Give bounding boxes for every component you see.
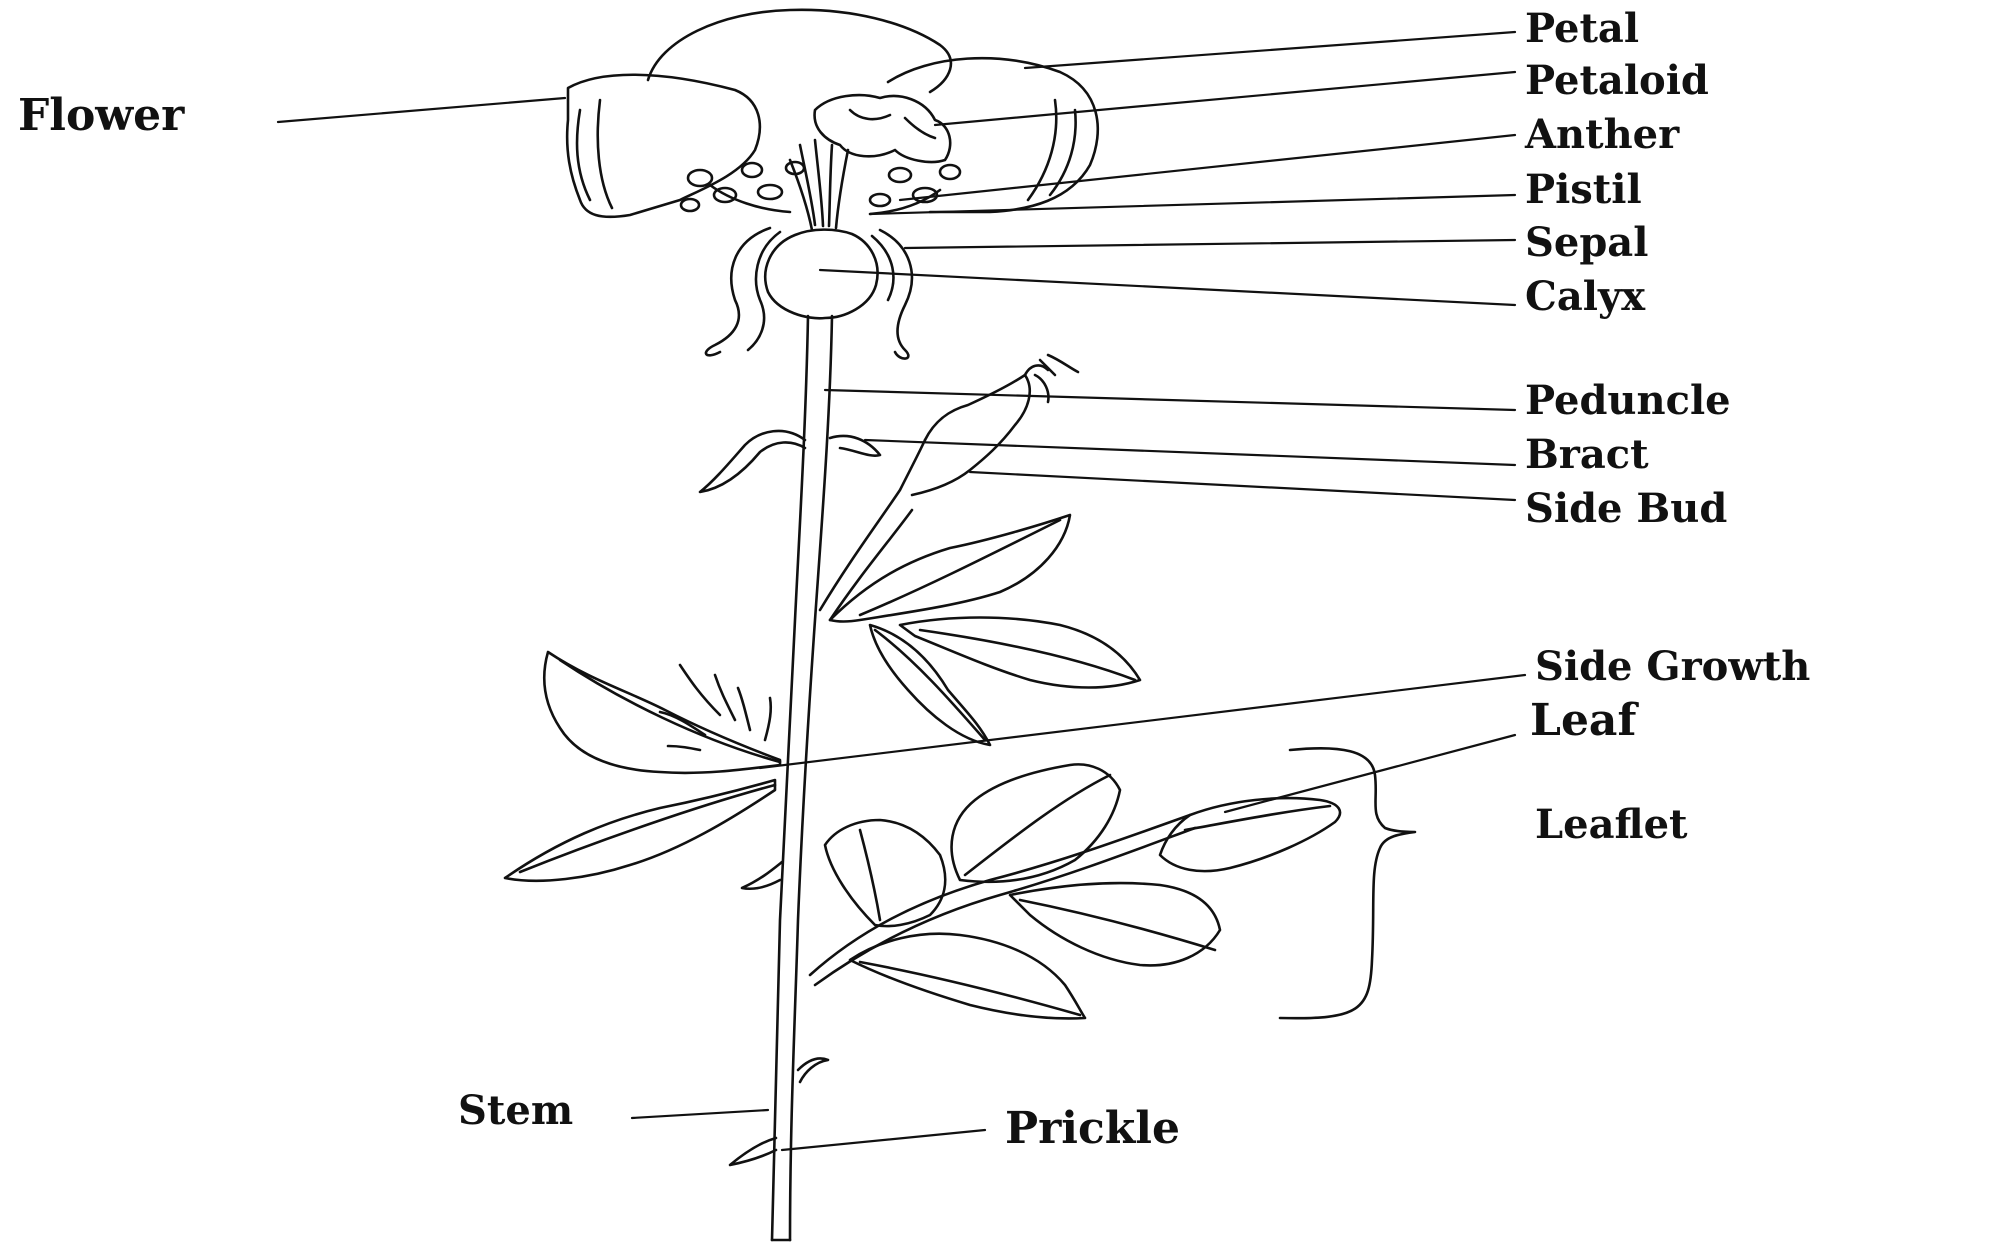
label-flower: Flower [18,90,185,141]
flower-leader [278,98,565,122]
pistil-leader [870,195,1515,214]
bract-leader [865,440,1515,465]
label-leaflet: Leaflet [1535,801,1688,848]
left-leaves [505,652,780,881]
bracts [700,431,880,492]
petal-leader [1025,32,1515,68]
label-petal: Petal [1525,5,1639,52]
stem-drawing [772,316,832,1240]
label-petaloid: Petaloid [1525,57,1709,104]
leaflet-brace [1280,748,1415,1018]
label-side-bud: Side Bud [1525,485,1727,532]
calyx-leader [820,270,1515,305]
leaf-leader [1225,735,1515,812]
prickles [730,862,828,1165]
label-bract: Bract [1525,431,1649,478]
side-growth-leader [760,675,1525,768]
label-prickle: Prickle [1005,1103,1180,1154]
prickle-leader [782,1130,985,1150]
labels: Flower Petal Petaloid Anther Pistil Sepa… [18,5,1810,1154]
sepal-leader [905,240,1515,248]
upper-right-leaves [830,515,1140,745]
petaloid [815,95,951,162]
anther-leader [900,135,1515,200]
label-pistil: Pistil [1525,166,1642,213]
side-bud-leader [970,472,1515,500]
left-petal [567,75,760,217]
flower-drawing [567,10,1098,359]
label-sepal: Sepal [1525,219,1648,266]
label-stem: Stem [458,1087,573,1134]
label-side-growth: Side Growth [1535,643,1810,690]
label-peduncle: Peduncle [1525,377,1731,424]
label-anther: Anther [1524,111,1680,158]
stem-leader [632,1110,768,1118]
petaloid-leader [935,72,1515,125]
label-leaf: Leaf [1530,695,1639,746]
sepals [706,228,912,359]
calyx-hip [765,230,877,319]
side-bud-drawing [820,355,1078,620]
peduncle-leader [825,390,1515,410]
pistil [790,140,848,230]
label-calyx: Calyx [1525,273,1646,320]
